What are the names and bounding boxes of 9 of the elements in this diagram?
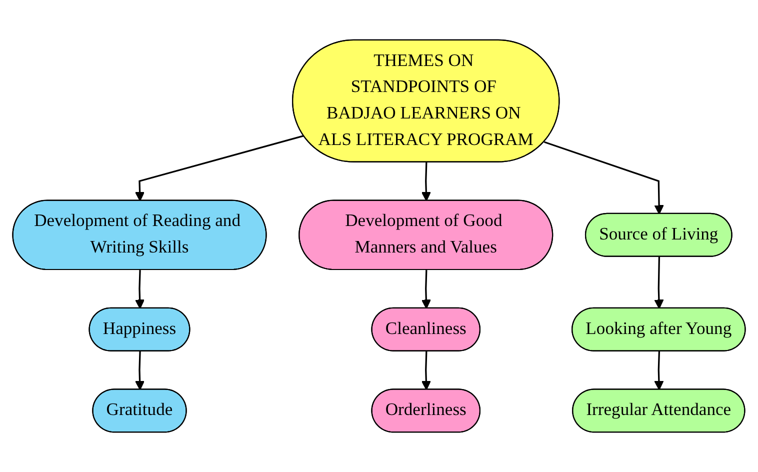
- arrow: [544, 141, 664, 214]
- arrow: [134, 135, 304, 202]
- arrow: [654, 351, 664, 390]
- arrow: [421, 270, 431, 309]
- arrow: [134, 270, 145, 309]
- arrow: [654, 256, 664, 309]
- arrow: [421, 351, 431, 390]
- arrow: [421, 162, 431, 202]
- arrow: [134, 351, 145, 390]
